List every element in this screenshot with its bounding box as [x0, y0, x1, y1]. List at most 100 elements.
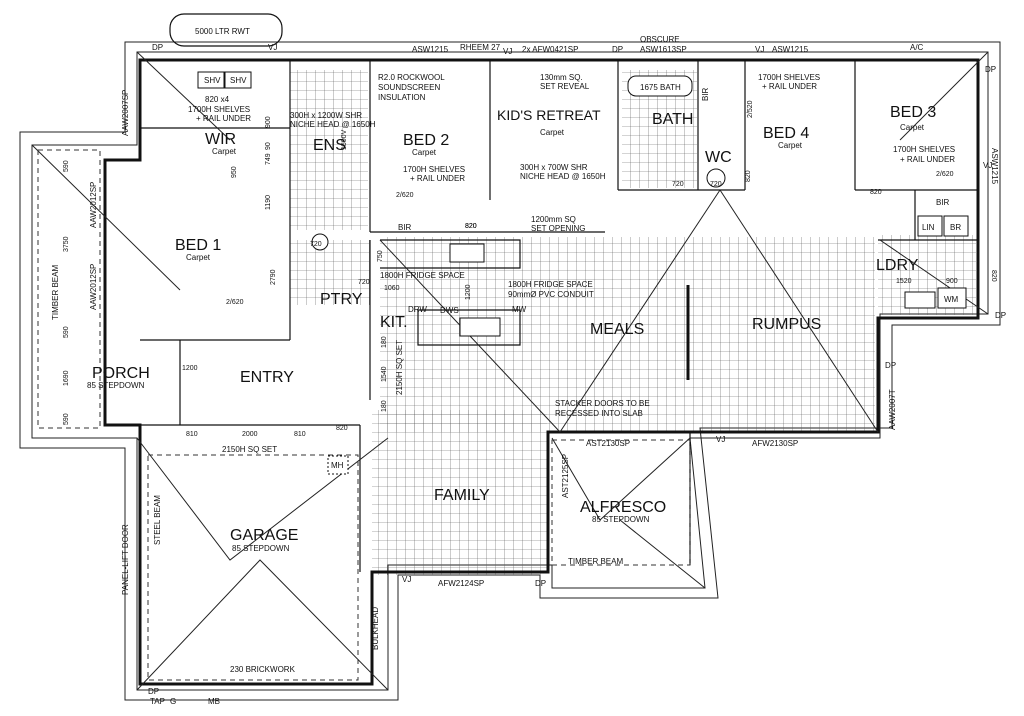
dim-3750: 3750	[63, 236, 70, 252]
dim-2620-bed2: 2/620	[396, 192, 414, 199]
obscure-label: OBSCURE	[640, 35, 680, 44]
dim-90: 90	[265, 142, 272, 150]
dim-1500: 1500V	[341, 129, 348, 150]
room-porch: PORCH	[92, 365, 150, 382]
dim-750: 750	[377, 250, 384, 262]
ens-wc-bowl	[311, 233, 329, 251]
aaw2012-b: AAW2012SP	[89, 264, 98, 310]
wm-label: WM	[944, 295, 959, 304]
asw1215-right: ASW1215	[990, 148, 999, 185]
mh-hatch	[327, 455, 349, 475]
room-br: BR	[950, 223, 961, 232]
dp-top-mid: DP	[612, 45, 623, 54]
cooktop	[449, 243, 485, 263]
room-bed3: BED 3	[890, 104, 936, 121]
lin-cupboard	[917, 215, 943, 237]
bed3-rail: + RAIL UNDER	[900, 155, 955, 164]
room-rumpus: RUMPUS	[752, 316, 821, 333]
room-bath: BATH	[652, 111, 693, 128]
finish-porch: 85 STEPDOWN	[87, 381, 145, 390]
ens-niche-2: NICHE HEAD @ 1650H	[290, 120, 376, 129]
room-lin: LIN	[922, 223, 935, 232]
vj-top-left: VJ	[268, 43, 277, 52]
wir-x4: 820 x4	[205, 95, 230, 104]
room-meals: MEALS	[590, 321, 644, 338]
shv-b	[224, 71, 252, 89]
timber-beam-alfresco: TIMBER BEAM	[568, 557, 623, 566]
dim-749: 749	[265, 153, 272, 165]
dim-590-b: 590	[63, 326, 70, 338]
room-bed2: BED 2	[403, 132, 449, 149]
g-label: G	[170, 697, 176, 706]
room-ldry: LDRY	[876, 257, 919, 274]
room-garage: GARAGE	[230, 527, 298, 544]
bath-size: 1675 BATH	[640, 83, 681, 92]
room-bed1: BED 1	[175, 237, 221, 254]
finish-bed3: Carpet	[900, 123, 925, 132]
insul-2: SOUNDSCREEN	[378, 83, 440, 92]
tile-ens	[290, 70, 368, 230]
shv-a-label: SHV	[204, 76, 221, 85]
bed2-shelves: 1700H SHELVES	[403, 165, 465, 174]
dim-1190: 1190	[265, 195, 272, 210]
dim-1540: 1540	[381, 366, 388, 382]
shv-a	[197, 71, 225, 89]
room-ens: ENS	[313, 137, 346, 154]
asw1215-top: ASW1215	[412, 45, 449, 54]
room-alfresco: ALFRESCO	[580, 499, 666, 516]
vj-right: VJ	[983, 161, 992, 170]
vj-top-mid: VJ	[503, 47, 512, 56]
internal-walls	[104, 60, 978, 572]
dim-2520: 2/520	[747, 100, 754, 118]
vj-alfresco: VJ	[716, 435, 725, 444]
dim-720-wc: 720	[710, 181, 722, 188]
finish-bed4: Carpet	[778, 141, 803, 150]
stacker-1: STACKER DOORS TO BE	[555, 399, 650, 408]
dim-820-bed4: 820	[745, 170, 752, 182]
room-bir: BIR	[936, 198, 950, 207]
bir-bed2: BIR	[398, 223, 412, 232]
dim-810-b: 810	[294, 431, 306, 438]
stacker-2: RECESSED INTO SLAB	[555, 409, 643, 418]
dim-820-ldry: 820	[990, 270, 997, 282]
vj-top-right: VJ	[755, 45, 764, 54]
opening-1: 1200mm SQ	[531, 215, 576, 224]
ac-label: A/C	[910, 43, 924, 52]
bir-bed4: BIR	[701, 87, 710, 101]
finish-garage: 85 STEPDOWN	[232, 544, 290, 553]
wc-bowl	[706, 168, 726, 188]
drw-label: DRW	[408, 305, 427, 314]
wir-rail: + RAIL UNDER	[196, 114, 251, 123]
steel-beam-label: STEEL BEAM	[153, 495, 162, 545]
dim-1200-kit: 1200	[465, 284, 472, 300]
alfresco-beam	[551, 439, 691, 566]
dim-590-a: 590	[63, 160, 70, 172]
dim-820-garage: 820	[336, 425, 348, 432]
shv-b-label: SHV	[230, 76, 247, 85]
room-kids: KID'S RETREAT	[497, 107, 601, 123]
laundry-tub	[904, 291, 936, 309]
room-entry: ENTRY	[240, 369, 294, 386]
ens-niche-1: 300H x 1200W SHR	[290, 111, 362, 120]
dim-2000: 2000	[242, 431, 258, 438]
dim-1520: 1520	[896, 278, 912, 285]
washing-machine	[937, 287, 967, 309]
dp-top-left: DP	[152, 43, 163, 52]
dp-right-mid: DP	[885, 361, 896, 370]
insul-1: R2.0 ROCKWOOL	[378, 73, 445, 82]
wir-shelves: 1700H SHELVES	[188, 105, 250, 114]
panel-door-label: PANEL-LIFT DOOR	[121, 524, 130, 595]
mw-label: MW	[512, 305, 527, 314]
dim-2620-bed3: 2/620	[936, 171, 954, 178]
aaw2007t-label: AAW2007T	[888, 389, 897, 430]
reveal-1: 130mm SQ.	[540, 73, 583, 82]
afw2124-label: AFW2124SP	[438, 579, 484, 588]
finish-bed2: Carpet	[412, 148, 437, 157]
dim-1060: 1060	[384, 285, 400, 292]
finish-bed1: Carpet	[186, 253, 211, 262]
dim-590-c: 590	[63, 413, 70, 425]
ast2130-label: AST2130SP	[586, 439, 630, 448]
fridge-2: 1800H FRIDGE SPACE	[508, 280, 593, 289]
insul-3: INSULATION	[378, 93, 426, 102]
